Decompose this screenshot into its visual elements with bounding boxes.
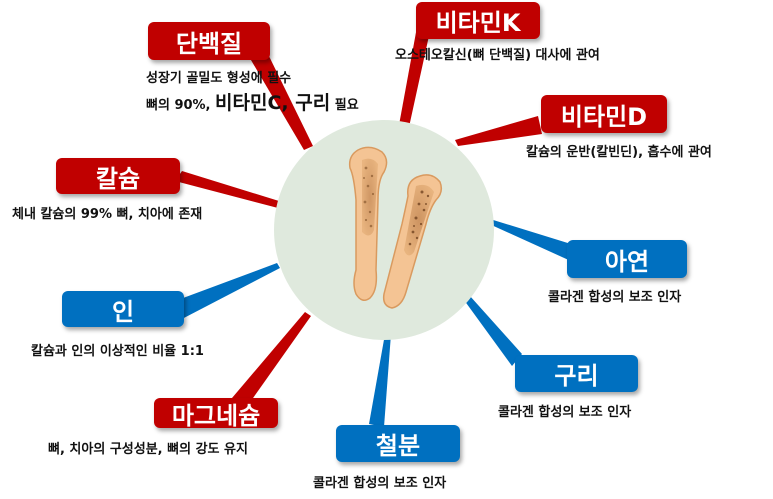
- desc-protein-line1: 성장기 골밀도 형성에 필수: [146, 71, 292, 86]
- wedge-calcium: [175, 171, 279, 208]
- wedge-protein: [248, 50, 313, 150]
- desc-protein-highlight: 비타민C, 구리: [215, 92, 331, 114]
- desc-phosphorus: 칼슘과 인의 이상적인 비율 1:1: [31, 344, 204, 359]
- bone-cross-section-icon: [348, 146, 443, 309]
- desc-iron: 콜라겐 합성의 보조 인자: [313, 476, 447, 491]
- desc-zinc: 콜라겐 합성의 보조 인자: [548, 290, 682, 305]
- label-phosphorus: 인: [62, 291, 184, 327]
- wedge-zinc: [487, 219, 573, 262]
- wedge-copper: [456, 286, 522, 366]
- desc-magnesium: 뼈, 치아의 구성성분, 뼈의 강도 유지: [48, 442, 248, 457]
- wedge-iron: [369, 334, 391, 427]
- desc-protein-line2a: 뼈의 90%,: [146, 98, 216, 113]
- desc-vitamin-k: 오스테오칼신(뼈 단백질) 대사에 관여: [395, 48, 600, 63]
- label-vitamin-k: 비타민K: [416, 2, 540, 39]
- label-magnesium: 마그네슘: [154, 398, 278, 430]
- desc-protein-line2: 뼈의 90%, 비타민C, 구리 필요: [146, 88, 359, 115]
- wedge-vitamin-d: [455, 116, 542, 146]
- label-zinc: 아연: [567, 240, 687, 278]
- wedge-phosphorus: [175, 263, 280, 320]
- wedge-magnesium: [232, 312, 311, 408]
- label-protein: 단백질: [148, 22, 270, 60]
- label-iron: 철분: [336, 425, 460, 462]
- label-copper: 구리: [515, 355, 638, 392]
- label-vitamin-d: 비타민D: [541, 95, 667, 133]
- desc-copper: 콜라겐 합성의 보조 인자: [498, 405, 632, 420]
- label-calcium: 칼슘: [56, 158, 180, 194]
- desc-vitamin-d: 칼슘의 운반(칼빈딘), 흡수에 관여: [526, 145, 712, 160]
- desc-protein-line2c: 필요: [330, 98, 359, 113]
- desc-protein: 성장기 골밀도 형성에 필수 뼈의 90%, 비타민C, 구리 필요: [146, 67, 359, 115]
- desc-calcium: 체내 칼슘의 99% 뼈, 치아에 존재: [12, 207, 203, 222]
- wedge-vitamin-k: [399, 16, 432, 127]
